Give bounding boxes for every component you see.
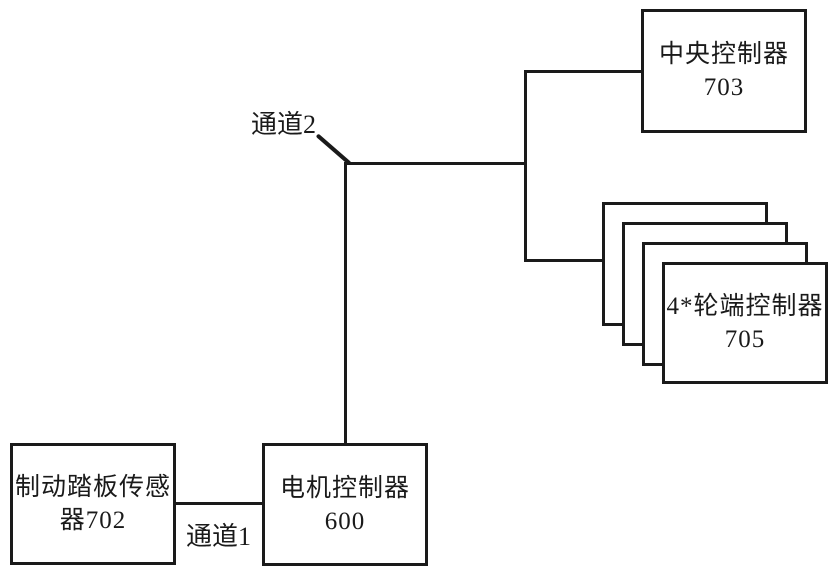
wheel-controller-label-line1: 4*轮端控制器 xyxy=(666,293,824,320)
channel2-label: 通道2 xyxy=(251,110,317,139)
brake-pedal-sensor-label-line1: 制动踏板传感 xyxy=(14,474,171,501)
brake-pedal-sensor-label-line2: 器702 xyxy=(59,507,127,534)
central-controller-label-line2: 703 xyxy=(703,74,745,101)
motor-controller-label: 电机控制器 600 xyxy=(280,472,410,538)
channel1-label: 通道1 xyxy=(186,522,252,551)
central-controller-label: 中央控制器 703 xyxy=(659,38,789,104)
wheel-controller-label-line2: 705 xyxy=(724,326,766,353)
central-controller-label-line1: 中央控制器 xyxy=(658,41,789,68)
channel2-tick-mark xyxy=(315,133,352,166)
connector-to-wheel-controllers xyxy=(524,259,605,262)
box-wheel-controller-front: 4*轮端控制器 705 xyxy=(662,262,828,384)
motor-controller-label-line1: 电机控制器 xyxy=(279,474,410,502)
motor-controller-label-line2: 600 xyxy=(324,507,366,535)
box-central-controller: 中央控制器 703 xyxy=(641,9,807,133)
connector-branch-vertical xyxy=(524,70,527,262)
box-motor-controller: 电机控制器 600 xyxy=(262,443,428,566)
wheel-controller-label: 4*轮端控制器 705 xyxy=(666,290,823,356)
connector-corner-horizontal xyxy=(344,162,527,165)
connector-motor-vertical xyxy=(344,162,347,446)
box-brake-pedal-sensor: 制动踏板传感 器702 xyxy=(10,443,176,565)
brake-pedal-sensor-label: 制动踏板传感 器702 xyxy=(15,471,171,537)
connector-to-central-controller xyxy=(524,70,644,73)
connector-brake-to-motor xyxy=(174,502,264,505)
